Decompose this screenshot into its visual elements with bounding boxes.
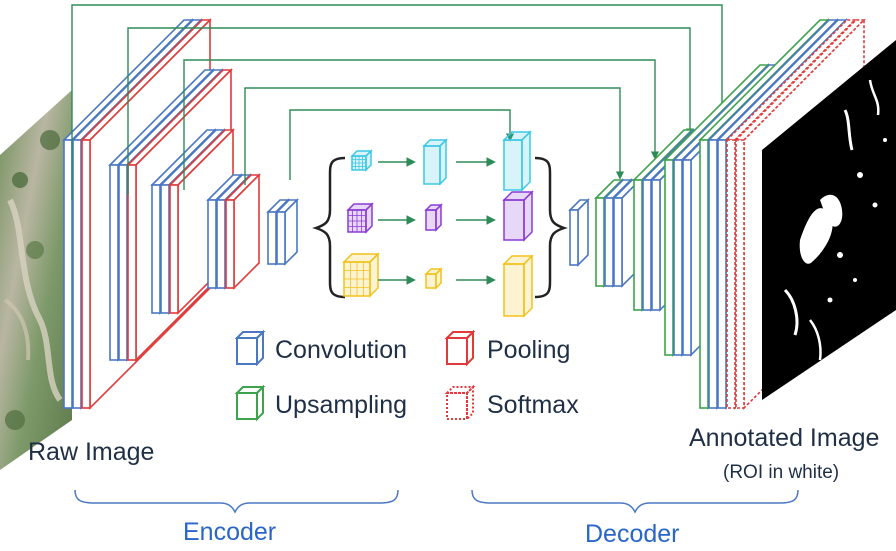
skip-connection-0 — [71, 4, 727, 200]
legend-pooling-label: Pooling — [487, 336, 571, 364]
encoder-label: Encoder — [183, 518, 277, 546]
legend-pooling-icon — [444, 329, 476, 367]
bottleneck-blocks — [342, 130, 534, 318]
bottleneck-purple-input — [346, 202, 374, 234]
bottleneck-yellow-mid — [424, 267, 443, 290]
bottleneck-cyan-output — [502, 130, 532, 192]
annotated-image-sublabel: (ROI in white) — [723, 462, 840, 483]
legend-upsampling-icon — [234, 384, 266, 422]
raw-image — [0, 90, 72, 470]
annotated-image-label: Annotated Image — [689, 424, 880, 452]
raw-image-label: Raw Image — [28, 438, 155, 466]
skip-connection-1 — [127, 27, 695, 195]
encoder-conv-layer-4-1 — [275, 198, 299, 266]
legend-convolution-label: Convolution — [275, 336, 408, 364]
skip-connection-3 — [244, 87, 625, 185]
decoder-label: Decoder — [585, 520, 680, 548]
bottleneck-yellow-input — [342, 252, 380, 298]
annotated-image — [762, 40, 896, 400]
bottleneck-brace-right — [534, 156, 568, 299]
bottleneck-brace-left — [312, 156, 346, 299]
bottleneck-cyan-input — [350, 149, 373, 172]
legend-softmax-icon — [444, 384, 476, 422]
legend-convolution-icon — [234, 329, 266, 367]
bottleneck-purple-output — [502, 190, 534, 242]
bottleneck-cyan-mid — [422, 138, 448, 186]
skip-connections — [71, 4, 727, 200]
encoder-layers — [62, 18, 299, 410]
bottleneck-purple-mid — [424, 203, 443, 232]
bottleneck-yellow-output — [502, 254, 534, 318]
legend-upsampling-label: Upsampling — [275, 391, 408, 419]
decoder-conv-layer-0-0 — [568, 198, 590, 267]
skip-connection-2 — [183, 59, 660, 190]
legend-softmax-label: Softmax — [487, 391, 579, 419]
skip-connection-4 — [289, 109, 515, 180]
decoder-group-brace — [471, 489, 799, 514]
encoder-pool-layer-3 — [224, 173, 261, 290]
encoder-group-brace — [74, 489, 399, 514]
